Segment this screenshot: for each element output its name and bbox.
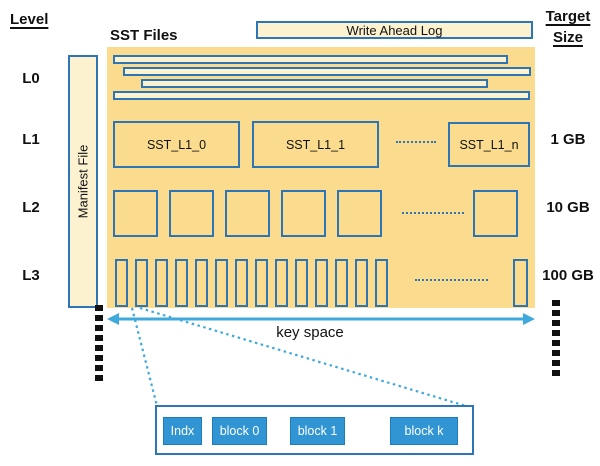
write-ahead-log-label: Write Ahead Log: [346, 22, 443, 38]
target-size-l1: 1 GB: [550, 131, 586, 148]
l2-sst-box: [113, 190, 158, 237]
l0-sst-bar: [113, 91, 530, 100]
l3-sst-box: [335, 259, 348, 307]
l3-sst-box: [195, 259, 208, 307]
sst-l1-1-box: SST_L1_1: [252, 121, 379, 168]
target-size-l2: 10 GB: [546, 199, 590, 216]
target-sizes-continue-ellipsis: [552, 300, 560, 376]
key-space-label: key space: [276, 324, 344, 341]
l3-sst-box-last: [513, 259, 528, 307]
sst-l1-n-label: SST_L1_n: [459, 137, 519, 152]
sst-data-block-1: block 1: [290, 417, 345, 445]
level-label-l1: L1: [22, 131, 40, 148]
sst-file-detail-box: Indx block 0 block 1 block k: [155, 405, 474, 455]
l0-sst-bars: [0, 0, 600, 120]
target-header-line2: Size: [552, 29, 583, 46]
l0-sst-bar: [123, 67, 531, 76]
level-label-l0: L0: [22, 70, 40, 87]
sst-l1-n-box: SST_L1_n: [448, 122, 530, 167]
write-ahead-log-box: Write Ahead Log: [256, 21, 533, 39]
l3-sst-box: [255, 259, 268, 307]
zoom-connector-line-left: [130, 307, 159, 407]
l2-sst-box: [337, 190, 382, 237]
l1-ellipsis-dots: [396, 141, 436, 143]
l3-sst-box: [215, 259, 228, 307]
sst-l1-1-label: SST_L1_1: [285, 137, 346, 152]
l2-sst-box-last: [473, 190, 518, 237]
sst-files-label: SST Files: [110, 27, 178, 44]
manifest-file-box: Manifest File: [68, 55, 98, 308]
level-column-header: Level: [10, 11, 49, 28]
l3-sst-box: [235, 259, 248, 307]
l3-sst-box: [315, 259, 328, 307]
l3-sst-box: [155, 259, 168, 307]
sst-index-block: Indx: [163, 417, 202, 445]
manifest-file-label: Manifest File: [75, 144, 91, 219]
l3-sst-box: [375, 259, 388, 307]
l3-sst-box: [355, 259, 368, 307]
sst-data-block-0: block 0: [212, 417, 267, 445]
level-label-l2: L2: [22, 199, 40, 216]
zoom-connector-line-right: [139, 306, 467, 408]
l3-sst-box: [295, 259, 308, 307]
l2-sst-box: [225, 190, 270, 237]
l2-sst-box: [169, 190, 214, 237]
l3-sst-boxes: [115, 259, 388, 307]
l2-sst-box: [281, 190, 326, 237]
l3-sst-box: [135, 259, 148, 307]
levels-continue-ellipsis: [95, 305, 103, 381]
level-label-l3: L3: [22, 267, 40, 284]
sst-files-area: [107, 47, 535, 308]
target-header-line1: Target: [545, 8, 591, 25]
l2-ellipsis-dots: [402, 212, 464, 214]
l3-sst-box: [275, 259, 288, 307]
l3-sst-box: [115, 259, 128, 307]
sst-data-block-k: block k: [390, 417, 458, 445]
l3-sst-box: [175, 259, 188, 307]
l0-sst-bar: [113, 55, 508, 64]
target-size-l3: 100 GB: [542, 267, 594, 284]
sst-l1-0-label: SST_L1_0: [146, 137, 207, 152]
sst-l1-0-box: SST_L1_0: [113, 121, 240, 168]
target-size-column-header: Target Size: [536, 6, 600, 48]
l2-sst-boxes: [113, 190, 382, 237]
l3-ellipsis-dots: [415, 279, 488, 281]
l0-sst-bar: [141, 79, 488, 88]
